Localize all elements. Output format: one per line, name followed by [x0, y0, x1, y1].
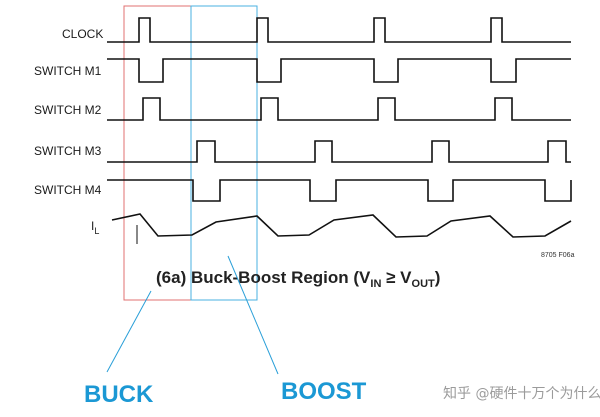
boost-label: BOOST	[281, 378, 367, 405]
switch-m3-waveform	[107, 140, 571, 163]
boost-region-box	[190, 5, 258, 301]
signal-label-switch-m3: SWITCH M3	[34, 144, 102, 158]
boost-callout-line	[227, 255, 279, 375]
signal-label-switch-m2: SWITCH M2	[34, 103, 102, 117]
clock-waveform	[107, 17, 571, 43]
switch-m2-waveform	[107, 97, 571, 121]
buck-callout-line	[106, 290, 152, 373]
figure-caption: (6a) Buck-Boost Region (VIN ≥ VOUT)	[156, 268, 440, 290]
buck-label: BUCK	[84, 381, 154, 408]
signal-label-switch-m4: SWITCH M4	[34, 183, 102, 197]
switch-m4-waveform	[107, 179, 572, 202]
watermark: 知乎 @硬件十万个为什么	[443, 385, 600, 402]
inductor-current-waveform	[111, 213, 572, 238]
figure-reference: 8705 F06a	[541, 252, 575, 259]
buck-region-box	[123, 5, 192, 301]
inductor-current-label: IL	[91, 219, 99, 236]
switch-m1-waveform	[107, 58, 571, 83]
signal-label-switch-m1: SWITCH M1	[34, 64, 102, 78]
signal-label-clock: CLOCK	[62, 27, 103, 41]
